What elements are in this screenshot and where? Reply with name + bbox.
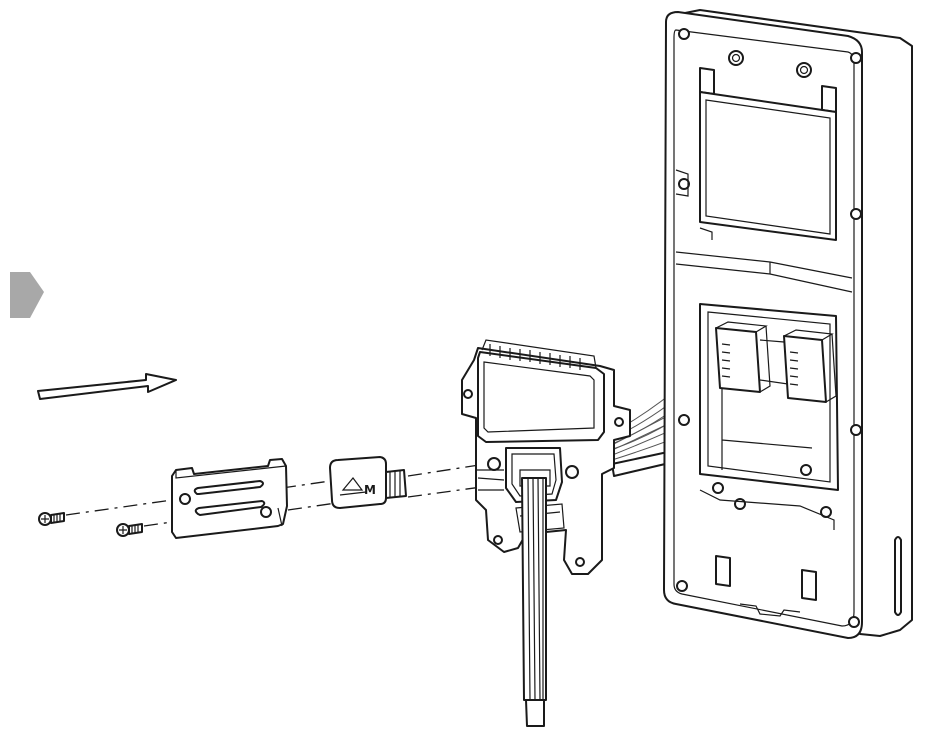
junction-box — [461, 339, 631, 575]
cable-down — [521, 477, 547, 727]
direction-arrow — [37, 373, 177, 400]
cable-clamp — [171, 458, 288, 539]
screw-left — [38, 512, 65, 526]
device-rear-panel — [663, 9, 913, 639]
screw-right — [116, 523, 143, 537]
cable-cover: M — [329, 456, 407, 509]
cover-label: M — [364, 483, 376, 497]
step-marker-arrow — [10, 272, 44, 318]
